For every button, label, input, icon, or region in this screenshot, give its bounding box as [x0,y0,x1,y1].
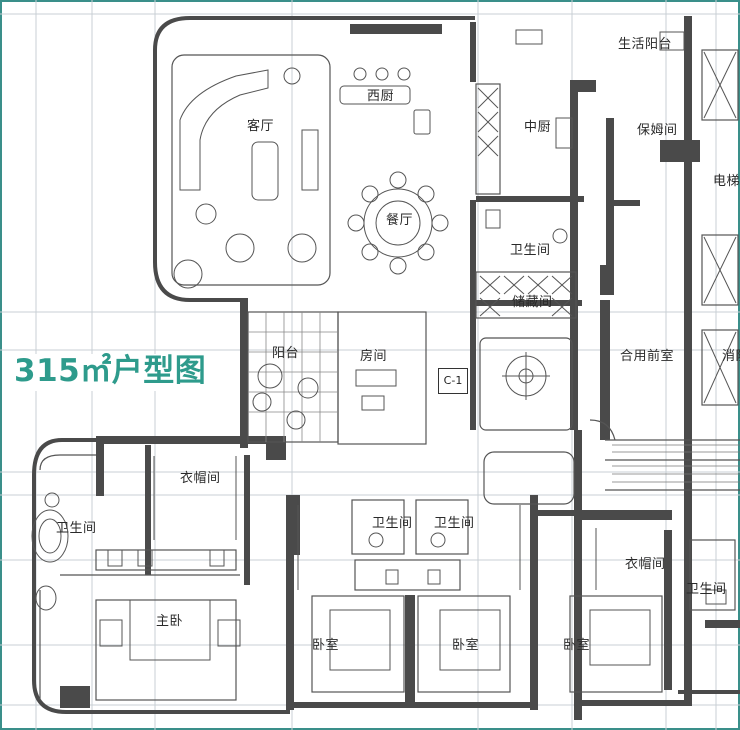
stairs [612,444,740,483]
room-label-bath-b: 卫生间 [434,516,475,531]
room-label-bedroom-b: 卧室 [452,638,480,653]
partitions [39,49,740,701]
room-label-storage: 储藏间 [512,295,553,310]
room-label-chinese-kitchen: 中厨 [524,120,552,135]
room-label-service-balcony: 生活阳台 [618,37,673,52]
room-label-elevator: 电梯 [713,174,740,189]
room-label-lobby: 合用前室 [620,349,675,364]
elevator-shafts [703,51,737,404]
room-label-closet-c: 衣帽间 [625,557,666,572]
interior-walls [60,16,740,720]
room-label-living: 客厅 [247,119,275,134]
cabinet-crosses [477,87,573,317]
elevation-tag: C-1 [438,368,468,394]
room-label-master-bed: 主卧 [156,614,184,629]
room-label-western-kitchen: 西厨 [367,89,395,104]
room-label-powder-bath: 卫生间 [510,243,551,258]
room-label-dining: 餐厅 [386,213,414,228]
room-label-fire-room: 消防 [722,349,740,364]
page-title: 315㎡户型图 [12,354,211,391]
room-label-maid-room: 保姆间 [637,123,678,138]
room-label-bedroom-c: 卧室 [563,638,591,653]
room-label-bath-a: 卫生间 [372,516,413,531]
exterior-walls [32,16,475,714]
room-label-master-closet: 衣帽间 [180,471,221,486]
terrace-tiles [248,312,338,442]
room-label-bath-c: 卫生间 [686,582,727,597]
room-label-master-bath: 卫生间 [56,521,97,536]
furniture [31,29,727,671]
room-label-terrace: 阳台 [272,346,300,361]
room-label-study: 房间 [360,349,388,364]
room-label-bedroom-a: 卧室 [312,638,340,653]
